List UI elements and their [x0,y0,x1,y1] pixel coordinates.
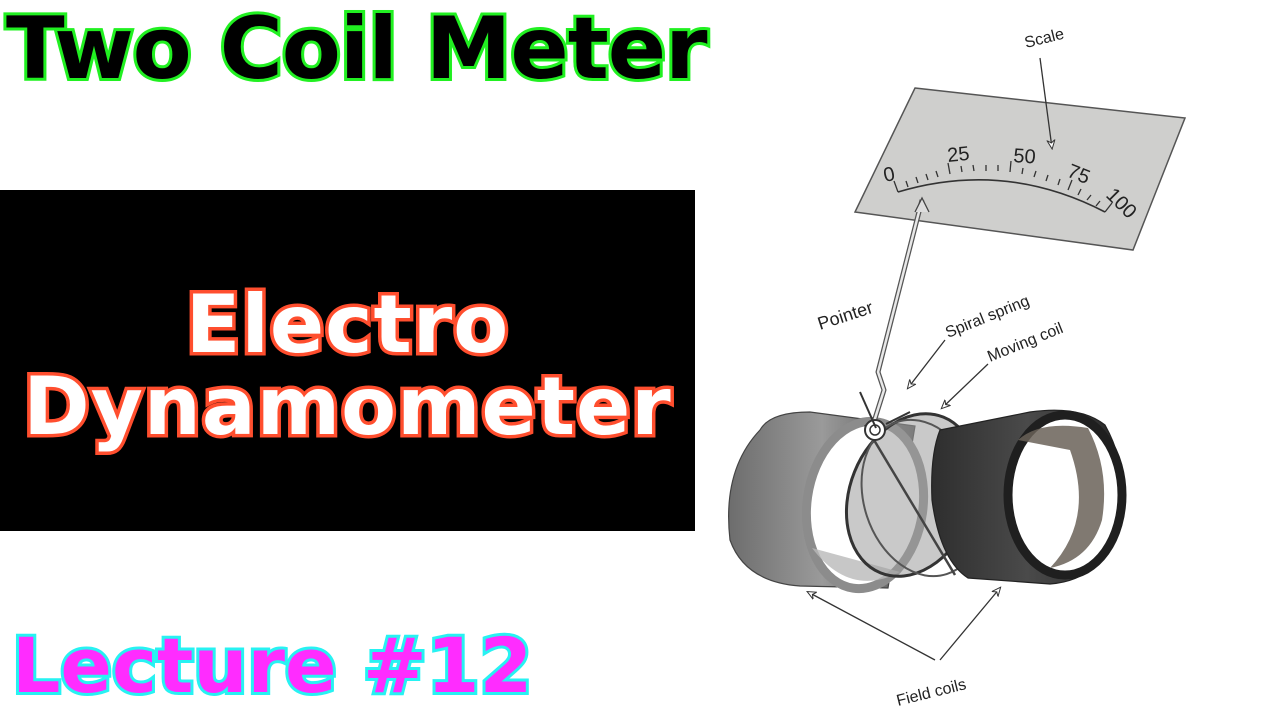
topic-panel: Electro Dynamometer [0,190,695,531]
label-field-coils: Field coils [895,676,968,710]
lecture-number: Lecture #12 [9,621,535,710]
scale-tick-50: 50 [1013,145,1037,168]
scale-tick-25: 25 [946,143,970,167]
label-moving-coil: Moving coil [985,320,1066,366]
label-spiral-spring: Spiral spring [943,293,1032,342]
label-pointer: Pointer [815,297,875,334]
right-field-coil [931,409,1127,585]
scale-plate: 0 25 50 75 100 [853,87,1187,251]
scale-tick-0: 0 [881,163,896,187]
topic-line-2: Dynamometer [20,359,674,453]
dynamometer-diagram: 0 25 50 75 100 Scale Pointer Spira [728,26,1187,710]
topic-line-1: Electro [182,277,511,371]
page-title: Two Coil Meter [3,0,711,99]
label-scale: Scale [1023,26,1066,52]
pointer [869,196,930,429]
spiral-spring [859,391,911,441]
